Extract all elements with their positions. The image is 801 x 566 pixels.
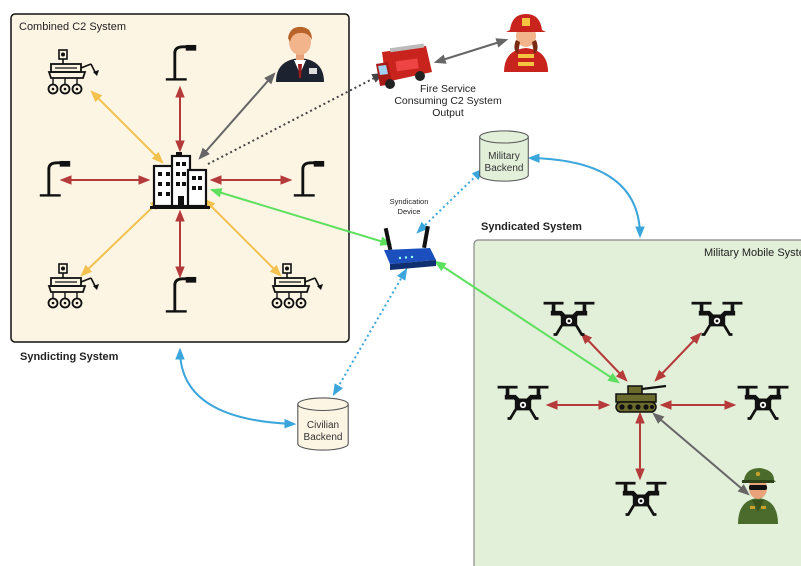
- link-router-civilian-backend: [332, 267, 408, 397]
- firefighter-icon: [504, 14, 548, 72]
- fire-service-label-3: Output: [432, 107, 464, 119]
- link-tank-soldier: [652, 412, 750, 496]
- mobile-red-links: [545, 332, 737, 481]
- fire-service-label-1: Fire Service: [420, 83, 476, 95]
- military-backend-label-1: Military: [488, 151, 520, 162]
- tank-icon: [615, 384, 667, 413]
- building-icon: [150, 152, 210, 209]
- military-mobile-title: Military Mobile System: [704, 247, 801, 259]
- fire-service-label-2: Consuming C2 System: [394, 95, 502, 107]
- router-icon: [383, 225, 436, 270]
- c2-red-links: [59, 85, 293, 279]
- syndicting-system-label: Syndicting System: [20, 351, 119, 363]
- soldier-icon: [738, 468, 778, 524]
- military-backend-label-2: Backend: [485, 163, 524, 174]
- combined-c2-title: Combined C2 System: [19, 21, 126, 33]
- businessman-icon: [276, 26, 324, 82]
- link-syndicting-civilian: [175, 347, 297, 429]
- civilian-backend-label-1: Civilian: [307, 420, 339, 431]
- syndication-device-label-1: Syndication: [390, 197, 429, 206]
- syndicated-system-label: Syndicated System: [481, 221, 582, 233]
- link-building-router: [209, 188, 393, 246]
- syndication-device-label-2: Device: [398, 207, 421, 216]
- link-firetruck-firefighter: [433, 38, 509, 64]
- link-building-businessman: [198, 72, 276, 160]
- civilian-backend-label-2: Backend: [304, 432, 343, 443]
- link-backend-mobile: [527, 153, 645, 239]
- fire-truck-icon: [376, 43, 432, 89]
